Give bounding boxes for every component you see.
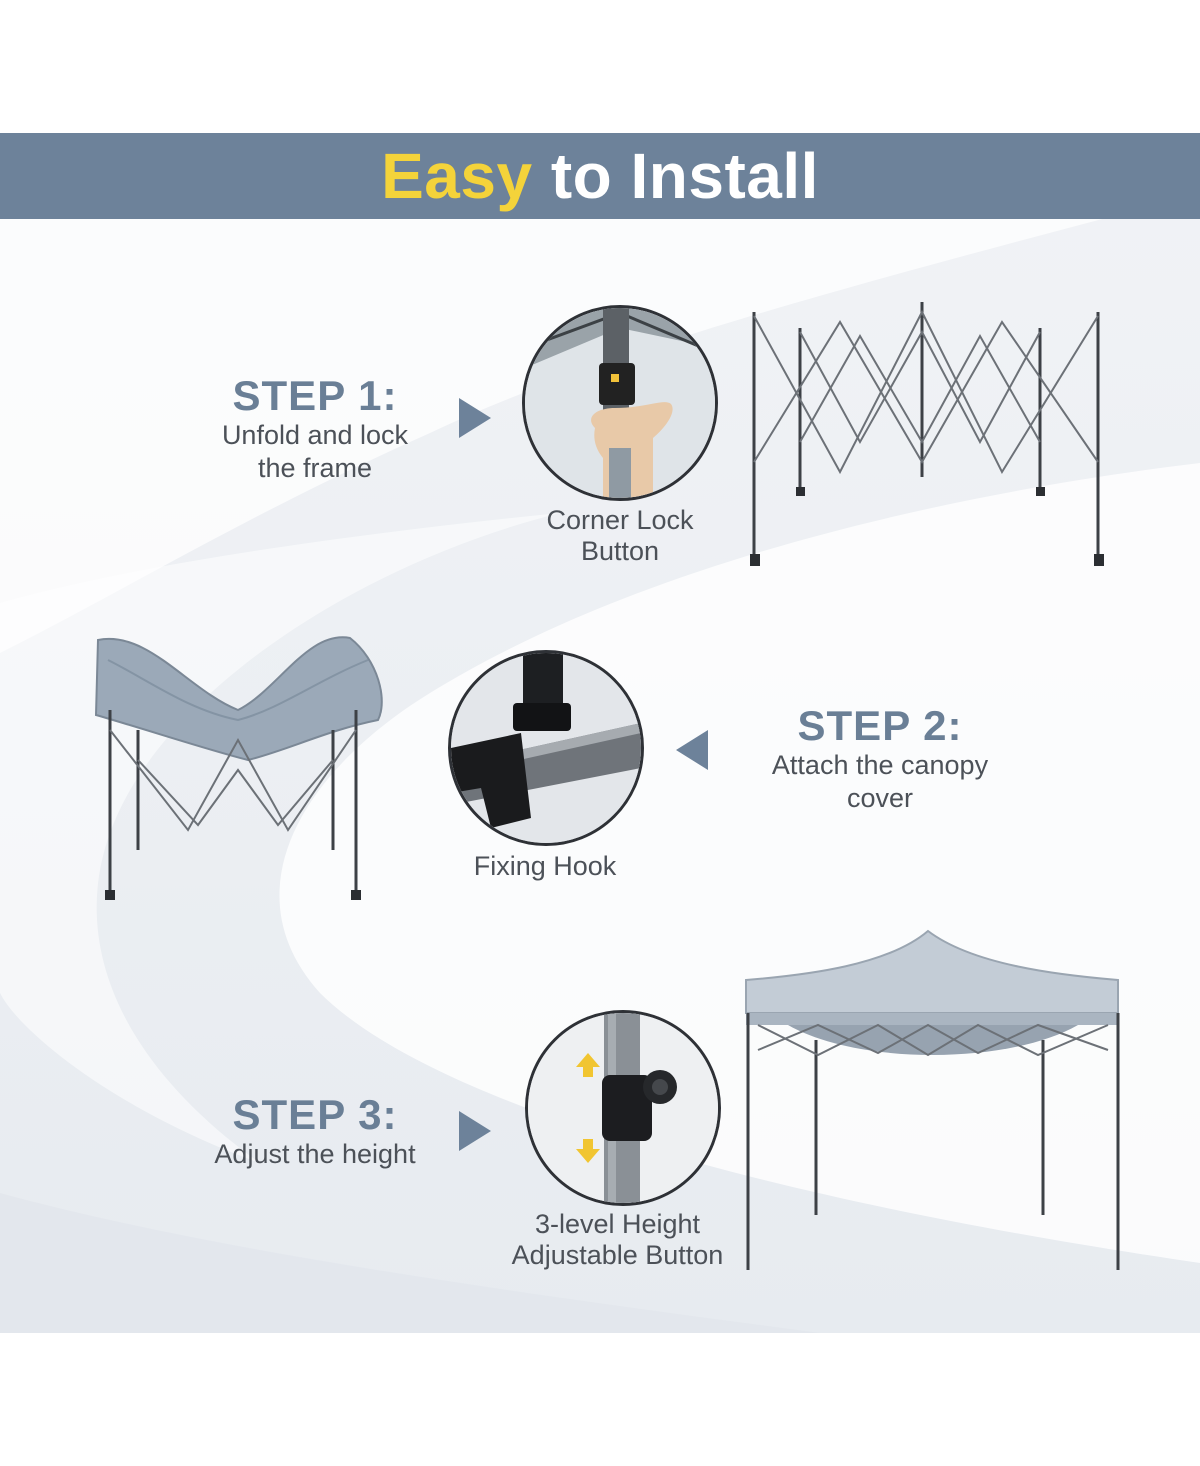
title-rest: to Install	[550, 140, 819, 212]
unfolded-frame-illustration	[750, 302, 1104, 566]
step-3-description-line-1: Adjust the height	[214, 1139, 416, 1170]
height-button-detail-image	[525, 1010, 721, 1206]
corner-lock-caption-line-1: Corner Lock	[546, 505, 694, 535]
canopy-cover-frame-illustration	[94, 636, 383, 900]
step-2-heading: STEP 2:	[797, 702, 963, 749]
step-2-text: STEP 2: Attach the canopy cover	[735, 702, 1025, 815]
step-1-description-line-1: Unfold and lock	[221, 420, 409, 451]
triangle-right-icon	[459, 398, 491, 438]
fixing-hook-caption: Fixing Hook	[440, 851, 650, 882]
fixing-hook-caption-line-1: Fixing Hook	[473, 851, 617, 881]
finished-canopy-illustration	[745, 929, 1120, 1270]
title-highlight: Easy	[381, 140, 533, 212]
step-1-description-line-2: the frame	[257, 453, 373, 484]
step-1-heading: STEP 1:	[232, 372, 398, 419]
up-down-arrow-icon	[576, 1053, 600, 1163]
corner-lock-caption-line-2: Button	[580, 536, 660, 566]
triangle-right-icon	[459, 1111, 491, 1151]
height-button-caption-line-1: 3-level Height	[534, 1209, 701, 1239]
height-button-caption: 3-level Height Adjustable Button	[490, 1209, 745, 1271]
title-banner: Easy to Install	[0, 133, 1200, 219]
page-title: Easy to Install	[381, 144, 819, 208]
step-2-description-line-2: cover	[846, 783, 914, 814]
height-button-illustration	[528, 1013, 718, 1203]
step-2-description-line-1: Attach the canopy	[771, 750, 989, 781]
triangle-left-icon	[676, 730, 708, 770]
step-3-text: STEP 3: Adjust the height	[180, 1091, 450, 1171]
corner-lock-illustration	[525, 308, 715, 498]
step-3-heading: STEP 3:	[232, 1091, 398, 1138]
corner-lock-detail-image	[522, 305, 718, 501]
corner-lock-caption: Corner Lock Button	[500, 505, 740, 567]
step-1-text: STEP 1: Unfold and lock the frame	[180, 372, 450, 485]
height-button-caption-line-2: Adjustable Button	[511, 1240, 724, 1270]
fixing-hook-illustration	[451, 653, 641, 843]
fixing-hook-detail-image	[448, 650, 644, 846]
